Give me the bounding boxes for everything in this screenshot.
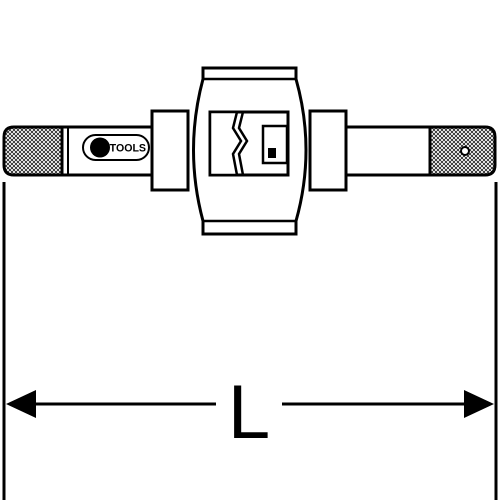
right-jaw (261, 124, 289, 165)
left-arrowhead (6, 390, 36, 418)
left-jaw (208, 110, 243, 177)
handle-hole (460, 146, 470, 156)
logo-text: KS TOOLS (92, 143, 146, 155)
jaw-notch (268, 148, 276, 158)
right-handle (344, 125, 497, 177)
left-knurled-grip (2, 125, 64, 177)
left-collar (150, 109, 190, 192)
right-handle-shaft (344, 125, 438, 177)
left-jaw-groove (237, 111, 249, 176)
ks-tools-logo: KS TOOLS (82, 134, 150, 161)
right-arrowhead (464, 390, 494, 418)
dimension-line (6, 390, 494, 418)
central-body (192, 66, 308, 236)
right-collar (308, 109, 348, 192)
dimension-label: L (228, 370, 270, 455)
logo-circle (90, 137, 110, 158)
